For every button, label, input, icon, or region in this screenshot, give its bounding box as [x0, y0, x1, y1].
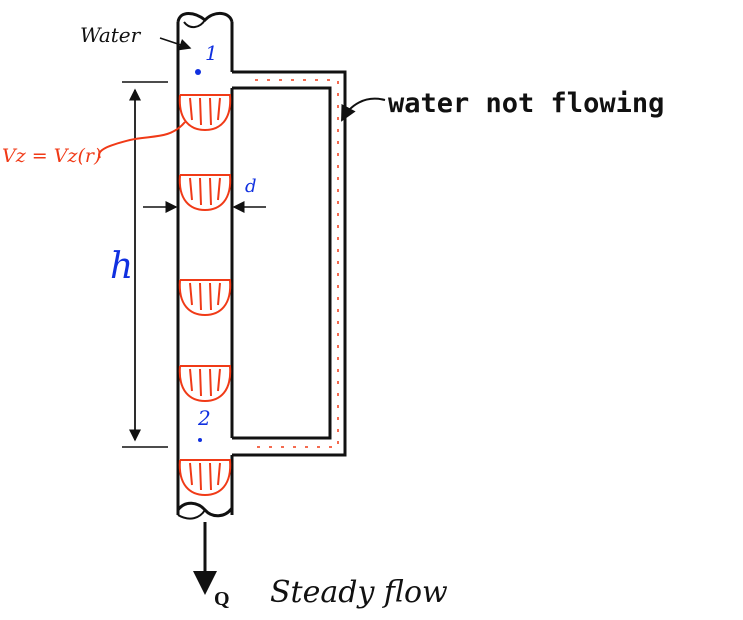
velocity-profile	[178, 279, 232, 317]
branch-note-arrow-icon	[341, 97, 386, 122]
height-label: h	[110, 246, 133, 287]
height-dimension	[122, 81, 168, 448]
station-2-dot	[198, 438, 202, 442]
flow-note-label: Steady flow	[270, 575, 448, 610]
water-label: Water	[80, 23, 142, 47]
station-1-dot	[195, 69, 201, 75]
velocity-profile-label: Vz = Vz(r)	[2, 145, 101, 167]
velocity-profiles	[98, 94, 232, 497]
velocity-profile	[178, 94, 232, 132]
profile-leader-line	[98, 121, 186, 159]
bottom-break-icon	[176, 501, 234, 518]
water-arrow-icon	[159, 37, 192, 51]
side-branch	[232, 70, 347, 457]
branch-note-label: water not flowing	[388, 88, 664, 119]
station-1-label: 1	[205, 41, 218, 65]
diameter-label: d	[245, 176, 257, 197]
velocity-profile	[178, 459, 232, 497]
flow-rate-label: Q	[214, 588, 230, 610]
station-2-label: 2	[197, 406, 211, 430]
stagnant-water-marks	[255, 79, 339, 448]
main-pipe	[176, 12, 234, 520]
velocity-profile	[178, 174, 232, 212]
velocity-profile	[178, 365, 232, 403]
